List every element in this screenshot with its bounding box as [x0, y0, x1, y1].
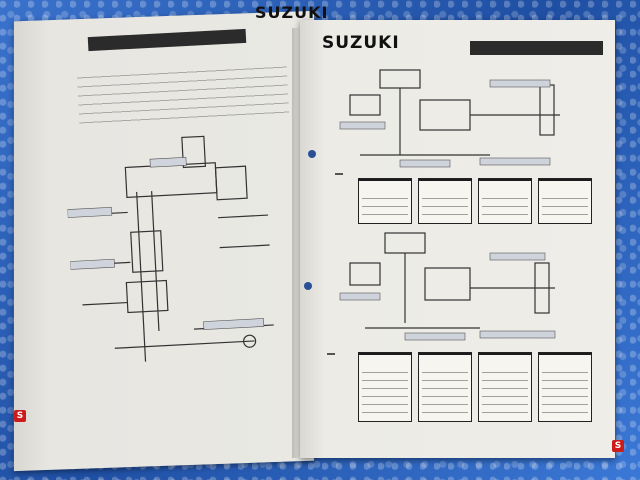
flow-head	[479, 179, 531, 181]
flow-head	[359, 179, 411, 181]
left-drivetrain-diagram	[67, 135, 274, 362]
suzuki-logo-icon: S	[612, 440, 624, 452]
right-bottom-diagram	[339, 232, 556, 341]
top-flow-chart	[358, 178, 592, 224]
bottom-flow-tag	[327, 353, 335, 355]
flow-box-crankshaft-bottom	[358, 352, 412, 422]
suzuki-logo-icon: S	[14, 410, 26, 422]
flow-box-final-drive-bottom	[478, 352, 532, 422]
right-top-diagram	[339, 69, 560, 168]
flow-head	[419, 353, 471, 355]
left-body-text-block	[76, 60, 290, 128]
brand-right: SUZUKI	[322, 33, 400, 53]
flow-box-countershaft-top	[418, 178, 472, 224]
flow-box-final-drive-top	[478, 178, 532, 224]
brand-left: SUZUKI	[255, 3, 329, 22]
binder-hole	[304, 282, 312, 290]
flow-head	[359, 353, 411, 355]
flow-box-drive-axle-top	[538, 178, 592, 224]
flow-head	[479, 353, 531, 355]
binder-hole	[308, 150, 316, 158]
flow-head	[539, 353, 591, 355]
flow-head	[419, 179, 471, 181]
bottom-flow-chart	[358, 352, 592, 422]
top-flow-tag	[335, 173, 343, 175]
flow-box-drive-axle-bottom	[538, 352, 592, 422]
flow-box-countershaft-bottom	[418, 352, 472, 422]
right-header-bar	[470, 41, 603, 55]
flow-head	[539, 179, 591, 181]
flow-box-crankshaft-top	[358, 178, 412, 224]
